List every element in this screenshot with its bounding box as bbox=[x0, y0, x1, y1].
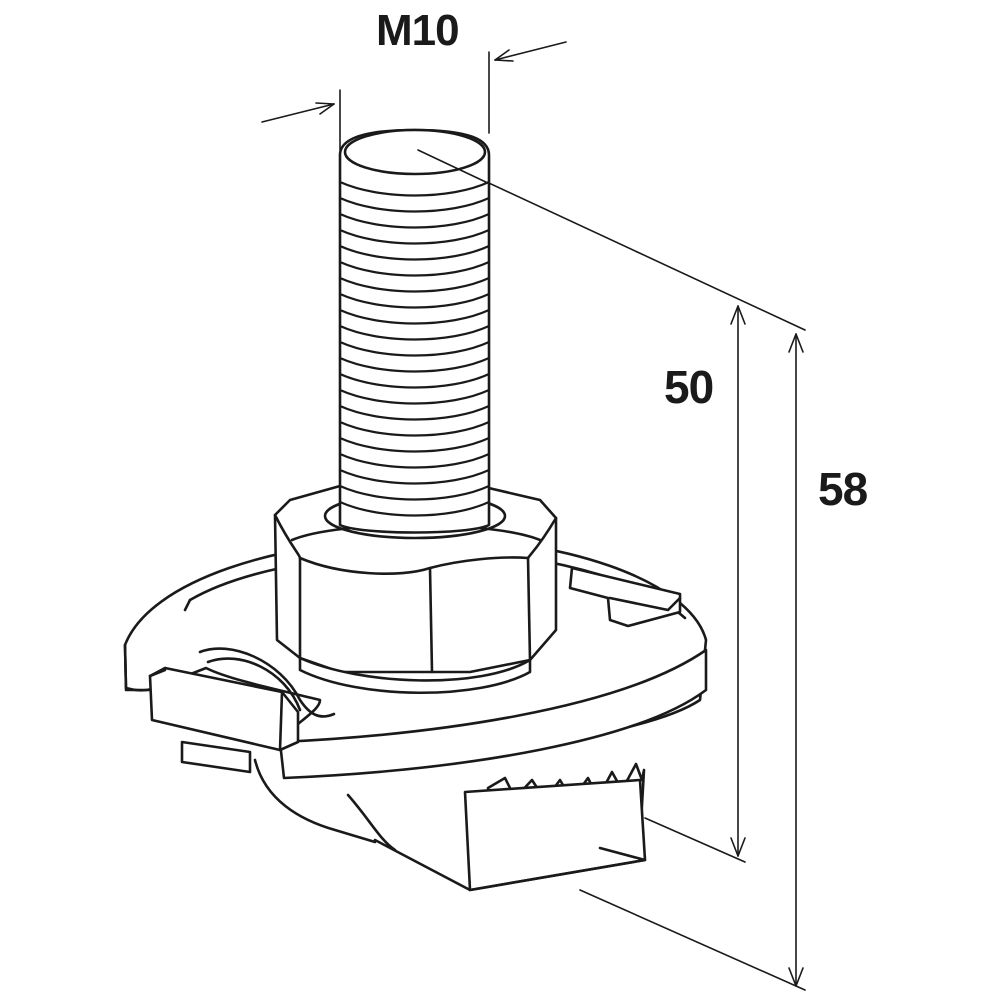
dimension-label-overall-height: 58 bbox=[818, 463, 868, 515]
bolt-shank bbox=[338, 128, 491, 534]
bottom-extension-50 bbox=[644, 817, 746, 863]
dimension-label-thread: M10 bbox=[376, 6, 460, 55]
dimension-lines bbox=[261, 41, 806, 991]
spring-wire-left bbox=[253, 758, 377, 844]
bottom-extension-58 bbox=[579, 889, 806, 991]
nut-front-face bbox=[463, 778, 647, 892]
left-clip bbox=[148, 647, 336, 752]
nut-left-block bbox=[180, 740, 252, 774]
hex-nut-flange bbox=[298, 656, 532, 695]
bolt-top bbox=[343, 128, 487, 176]
spring-wire-right bbox=[346, 793, 397, 852]
channel-nut bbox=[180, 740, 647, 892]
m10-arrow-right bbox=[494, 41, 567, 61]
m10-arrow-left bbox=[261, 103, 335, 123]
washer-edge bbox=[278, 648, 708, 780]
dimension-label-bolt-length: 50 bbox=[664, 361, 714, 413]
bolt-threads bbox=[338, 180, 491, 517]
nut-bottom bbox=[373, 838, 647, 892]
